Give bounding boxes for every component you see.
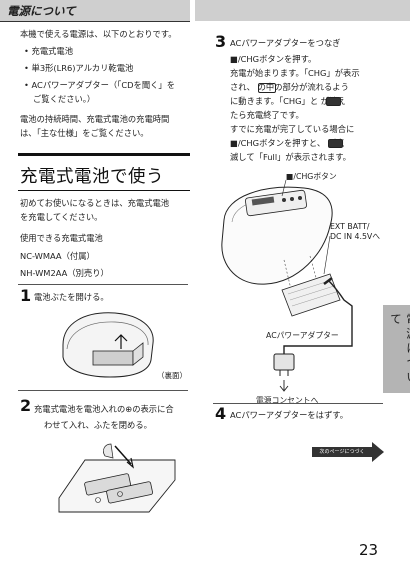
- continue-arrow-icon: [372, 442, 384, 462]
- first-use-line: を充電してください。: [20, 212, 103, 222]
- diagram-label-ext-line: DC IN 4.5Vへ: [330, 232, 381, 241]
- diagram-label-adapter: ACパワーアダプター: [266, 331, 339, 340]
- step-text: 充電式電池を電池入れの⊕の表示に合: [34, 404, 174, 414]
- bullet-item: • 単3形(LR6)アルカリ乾電池: [24, 63, 134, 73]
- step-line: 充電が始まります。「CHG」が表示: [230, 68, 360, 78]
- page-number: 23: [359, 541, 379, 559]
- step-line: され、 の中の部分が流れるよう: [230, 82, 349, 92]
- cd-player-connection-diagram: [221, 179, 353, 392]
- step-line: ■/CHGボタンを押す。: [230, 54, 317, 64]
- continue-label: 次のページにつづく: [312, 447, 372, 457]
- step-divider: [18, 390, 188, 391]
- figure-caption: （裏面）: [157, 371, 187, 380]
- battery-insert-illustration: [58, 443, 176, 513]
- bullet-text: 充電式電池: [31, 46, 74, 56]
- battery-model: NC-WMAA（付属）: [20, 251, 95, 261]
- first-use-line: 初めてお使いになるときは、充電式電池: [20, 198, 170, 208]
- bullet-text: 単3形(LR6)アルカリ乾電池: [31, 63, 134, 73]
- battery-icon: [326, 97, 341, 106]
- battery-level-icon: [258, 83, 276, 93]
- note-line: は、「主な仕様」をご覧ください。: [20, 128, 149, 138]
- step-line: すでに充電が完了している場合に: [230, 124, 355, 134]
- main-title: 充電式電池で使う: [20, 167, 164, 187]
- step-number: 1: [20, 286, 32, 305]
- diagram-label-ext-line: EXT BATT/: [330, 222, 370, 231]
- bullet-item: • ACパワーアダプター（「CDを聞く」を: [24, 80, 176, 90]
- title-rule-top: [18, 153, 190, 156]
- battery-model: NH-WM2AA（別売り）: [20, 268, 109, 278]
- battery-lid-illustration: [62, 312, 154, 378]
- intro-text: 本機で使える電源は、以下のとおりです。: [20, 29, 177, 39]
- step-line: たら充電終了です。: [230, 110, 304, 120]
- step-line: ■/CHGボタンを押すと、 が点: [230, 138, 345, 148]
- diagram-label-outlet: 電源コンセントへ: [256, 396, 319, 405]
- step-divider: [18, 284, 188, 285]
- battery-icon: [328, 139, 343, 148]
- step-text: ACパワーアダプターをはずす。: [230, 410, 349, 420]
- step-number: 3: [215, 32, 227, 51]
- usable-heading: 使用できる充電式電池: [20, 233, 103, 243]
- step-title: ACパワーアダプターをつなぎ: [230, 38, 341, 48]
- bullet-continuation: ご覧ください。）: [33, 94, 96, 104]
- section-header: 電源について: [0, 0, 190, 22]
- section-title: 電源について: [7, 4, 76, 18]
- title-rule-bottom: [18, 190, 190, 191]
- step-number: 4: [215, 404, 227, 423]
- step-number: 2: [20, 396, 32, 415]
- diagram-label-button: ■/CHGボタン: [286, 172, 337, 181]
- right-header-bar: [195, 0, 410, 21]
- side-section-tab: 電源について: [383, 305, 410, 393]
- step-text: 電池ぶたを開ける。: [34, 292, 109, 302]
- bullet-text: ACパワーアダプター（「CDを聞く」を: [31, 80, 176, 90]
- step-line: に動きます。「CHG」と が消え: [230, 96, 346, 106]
- step-divider: [213, 403, 383, 404]
- bullet-item: • 充電式電池: [24, 46, 74, 56]
- side-tab-label: 電源について: [389, 313, 410, 386]
- step-text: わせて入れ、ふたを閉める。: [44, 420, 152, 430]
- note-line: 電池の持続時間、充電式電池の充電時間: [20, 114, 170, 124]
- diagram-label-ext: EXT BATT/ DC IN 4.5Vへ: [330, 222, 380, 242]
- step-line: 滅して「Full」が表示されます。: [230, 152, 351, 162]
